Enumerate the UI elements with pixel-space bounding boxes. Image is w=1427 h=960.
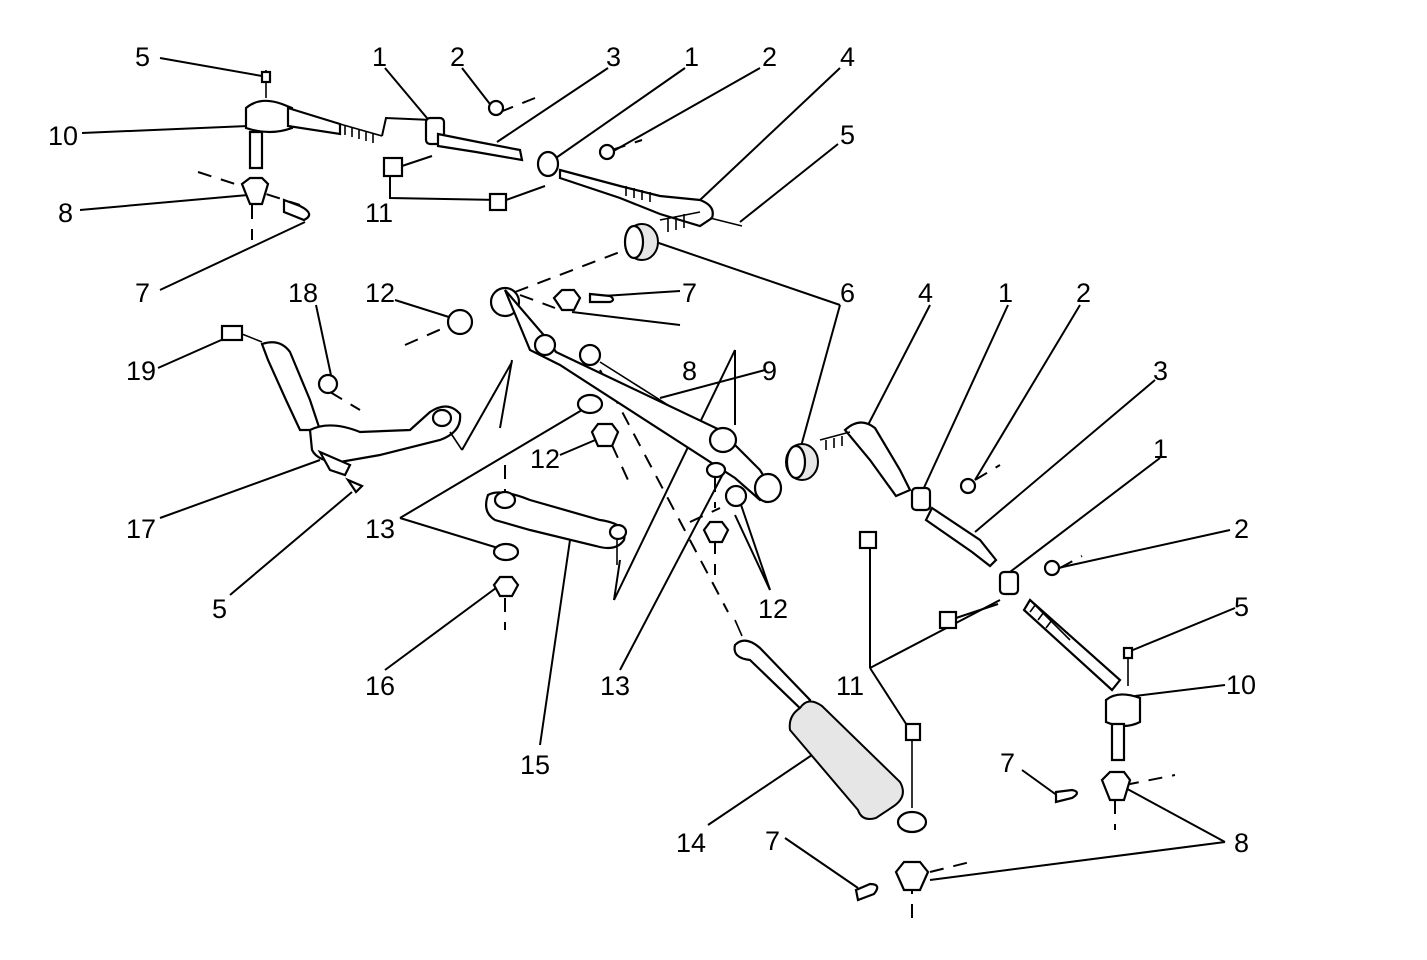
callout-2: 2 bbox=[450, 42, 465, 72]
right-inner-tie-rod-end bbox=[819, 421, 912, 498]
callout-7: 7 bbox=[682, 278, 697, 308]
callout-1: 1 bbox=[1153, 434, 1168, 464]
grommets-6 bbox=[623, 223, 819, 481]
left-outer-tie-rod-end bbox=[240, 70, 383, 222]
callout-3: 3 bbox=[1153, 356, 1168, 386]
callout-10: 10 bbox=[48, 121, 78, 151]
left-inner-tie-rod-end bbox=[558, 168, 743, 232]
lower-hardware-center bbox=[702, 461, 748, 544]
callout-2: 2 bbox=[762, 42, 777, 72]
callout-8: 8 bbox=[58, 198, 73, 228]
right-adjuster-sleeve bbox=[858, 477, 1061, 630]
callout-19: 19 bbox=[126, 356, 156, 386]
callout-5: 5 bbox=[135, 42, 150, 72]
callout-1: 1 bbox=[998, 278, 1013, 308]
callout-8: 8 bbox=[682, 356, 697, 386]
steering-damper bbox=[733, 619, 928, 834]
callout-1: 1 bbox=[684, 42, 699, 72]
callout-10: 10 bbox=[1226, 670, 1256, 700]
callout-6: 6 bbox=[840, 278, 855, 308]
callout-labels: 5 1 2 3 1 2 4 10 5 8 11 7 18 12 7 6 4 1 … bbox=[48, 42, 1256, 858]
callout-4: 4 bbox=[840, 42, 855, 72]
callout-5: 5 bbox=[1234, 592, 1249, 622]
callout-8: 8 bbox=[1234, 828, 1249, 858]
callout-3: 3 bbox=[606, 42, 621, 72]
callout-13: 13 bbox=[365, 514, 395, 544]
leader-lines bbox=[79, 57, 1236, 889]
callout-7: 7 bbox=[135, 278, 150, 308]
pitman-arm bbox=[485, 393, 628, 598]
callout-14: 14 bbox=[676, 828, 706, 858]
callout-12: 12 bbox=[365, 278, 395, 308]
callout-2: 2 bbox=[1076, 278, 1091, 308]
callout-12: 12 bbox=[758, 594, 788, 624]
right-outer-tie-rod-end bbox=[1022, 598, 1142, 804]
callout-2: 2 bbox=[1234, 514, 1249, 544]
callout-9: 9 bbox=[762, 356, 777, 386]
callout-5: 5 bbox=[212, 594, 227, 624]
callout-18: 18 bbox=[288, 278, 318, 308]
callout-17: 17 bbox=[126, 514, 156, 544]
idler-arm bbox=[220, 324, 463, 494]
callout-11: 11 bbox=[836, 671, 864, 701]
callout-7: 7 bbox=[765, 826, 780, 856]
center-link bbox=[489, 286, 783, 504]
callout-16: 16 bbox=[365, 671, 395, 701]
callout-11: 11 bbox=[365, 198, 393, 228]
callout-15: 15 bbox=[520, 750, 550, 780]
callout-4: 4 bbox=[918, 278, 933, 308]
damper-bottom-hardware bbox=[854, 860, 930, 902]
callout-7: 7 bbox=[1000, 748, 1015, 778]
callout-5: 5 bbox=[840, 120, 855, 150]
callout-1: 1 bbox=[372, 42, 387, 72]
callout-12: 12 bbox=[530, 444, 560, 474]
callout-13: 13 bbox=[600, 671, 630, 701]
left-adjuster-sleeve bbox=[381, 99, 616, 212]
cotter-and-nut-upper bbox=[446, 288, 615, 336]
